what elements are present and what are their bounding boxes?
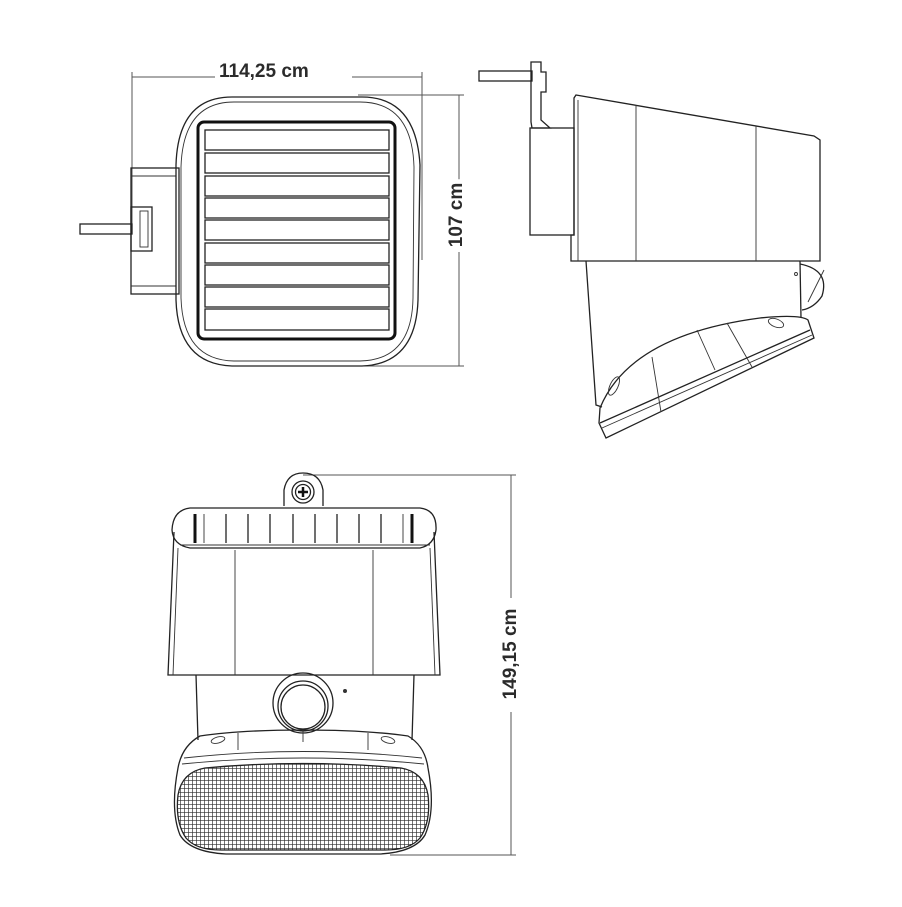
mounting-rod xyxy=(79,223,133,235)
solar-panel xyxy=(196,120,397,341)
side-view xyxy=(478,61,825,439)
height-dimension-label: 149,15 cm xyxy=(500,604,522,704)
mounting-tab xyxy=(283,472,324,506)
screw-icon xyxy=(291,480,315,504)
side-motion-sensor xyxy=(799,263,825,311)
wall-bracket xyxy=(130,167,180,295)
side-lamp-head xyxy=(598,315,815,439)
speaker-mesh-grille xyxy=(176,762,430,851)
motion-sensor xyxy=(272,672,334,734)
side-mounting-rod xyxy=(478,70,533,82)
solar-cells xyxy=(204,129,390,331)
bracket-clip xyxy=(130,206,153,252)
depth-dimension-line xyxy=(358,94,464,367)
width-dimension-label: 114,25 cm xyxy=(215,61,313,83)
depth-dimension-label: 107 cm xyxy=(446,178,468,252)
lamp-head xyxy=(173,729,433,855)
side-housing xyxy=(570,94,821,262)
panel-fins xyxy=(193,514,414,543)
front-panel-edge xyxy=(171,507,437,549)
side-bracket-plate xyxy=(529,127,575,236)
width-dimension-line xyxy=(131,72,423,260)
front-view xyxy=(167,472,516,856)
height-dimension-line xyxy=(303,474,516,856)
housing-outline xyxy=(175,96,421,367)
indicator-dot xyxy=(343,689,347,693)
side-bracket-arm xyxy=(530,61,552,129)
top-view xyxy=(79,72,464,367)
front-housing xyxy=(167,531,441,676)
